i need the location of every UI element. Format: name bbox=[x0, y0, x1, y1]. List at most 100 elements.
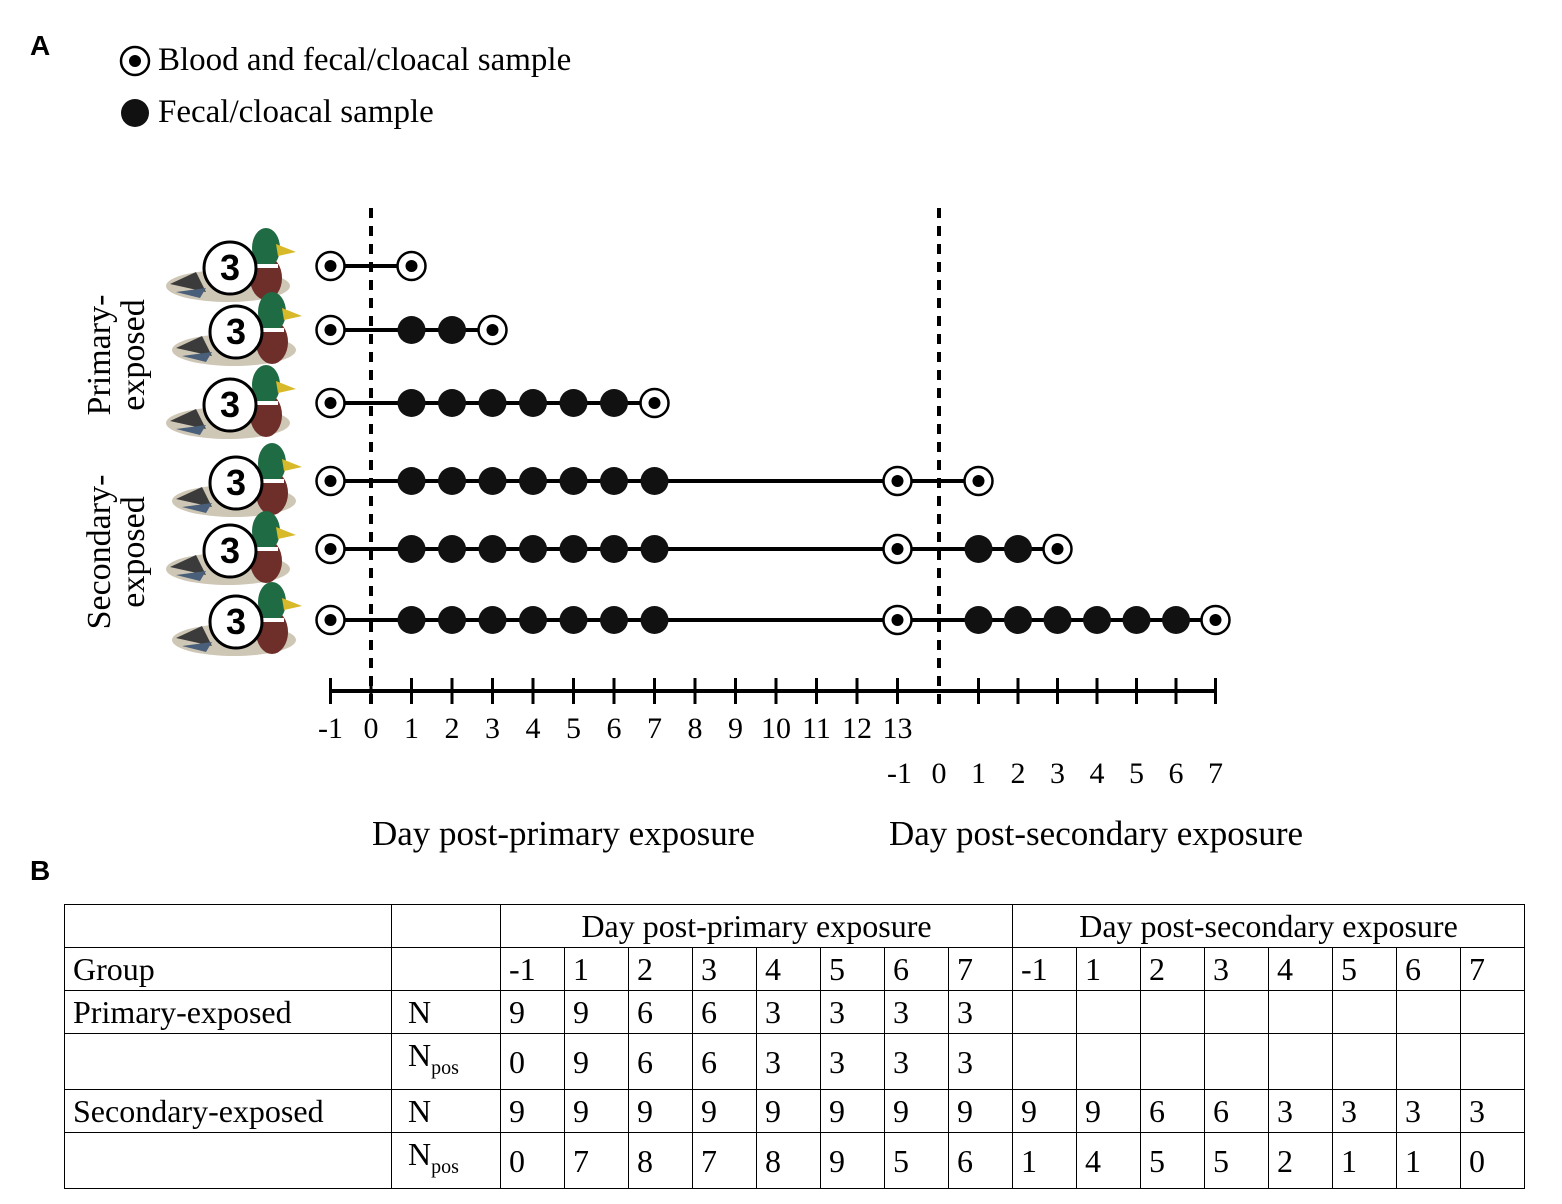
axis-tick-label-primary: 7 bbox=[647, 712, 662, 745]
table-value-cell: 3 bbox=[948, 1033, 1013, 1090]
table-measure-subscript: pos bbox=[431, 1057, 459, 1079]
axis-title-secondary: Day post-secondary exposure bbox=[889, 814, 1304, 853]
table-day-cell: 4 bbox=[1268, 947, 1333, 991]
fecal-marker bbox=[1004, 606, 1032, 634]
svg-text:3: 3 bbox=[226, 311, 246, 352]
table-value-cell: 3 bbox=[1268, 1089, 1333, 1133]
table-value-cell bbox=[1396, 990, 1461, 1034]
axis-tick-label-primary: 5 bbox=[566, 712, 581, 745]
table-day-cell: 4 bbox=[756, 947, 821, 991]
fecal-marker bbox=[478, 389, 507, 417]
fecal-marker bbox=[964, 535, 993, 563]
axis-tick-label-secondary: -1 bbox=[887, 757, 912, 790]
axis-tick-label-primary: 4 bbox=[526, 712, 541, 745]
axis-tick-label-primary: 12 bbox=[842, 712, 872, 745]
table-value-cell: 3 bbox=[1396, 1089, 1461, 1133]
fecal-marker bbox=[438, 606, 466, 634]
table-value-cell: 0 bbox=[1460, 1132, 1525, 1189]
table-day-cell: 5 bbox=[1332, 947, 1397, 991]
axis-tick-label-primary: -1 bbox=[318, 712, 343, 745]
fecal-marker bbox=[600, 467, 628, 495]
fecal-marker bbox=[519, 467, 547, 495]
fecal-marker bbox=[438, 316, 466, 344]
fecal-marker bbox=[1083, 606, 1111, 634]
table-value-cell bbox=[1396, 1033, 1461, 1090]
table-group-cell: Secondary-exposed bbox=[64, 1089, 392, 1133]
table-value-cell bbox=[1268, 990, 1333, 1034]
table-group-header: Group bbox=[64, 947, 392, 991]
mallard-duck-icon: 3 bbox=[166, 228, 296, 302]
table-value-cell bbox=[1204, 990, 1269, 1034]
axis-tick-label-primary: 8 bbox=[688, 712, 703, 745]
fecal-marker bbox=[478, 535, 507, 563]
legend-fecal-only: Fecal/cloacal sample bbox=[118, 94, 434, 131]
blood-and-fecal-marker-dot bbox=[1051, 543, 1064, 555]
table-day-cell: 1 bbox=[564, 947, 629, 991]
table-value-cell: 6 bbox=[1204, 1089, 1269, 1133]
fecal-marker bbox=[397, 606, 426, 634]
axis-tick-label-secondary: 6 bbox=[1169, 757, 1184, 790]
table-empty-cell bbox=[391, 904, 501, 948]
axis-tick-label-primary: 13 bbox=[883, 712, 913, 745]
blood-and-fecal-marker-dot bbox=[486, 324, 499, 336]
fecal-marker bbox=[478, 467, 507, 495]
table-value-cell: 9 bbox=[1012, 1089, 1077, 1133]
fecal-marker bbox=[559, 535, 588, 563]
table-day-cell: -1 bbox=[1012, 947, 1077, 991]
table-value-cell: 9 bbox=[756, 1089, 821, 1133]
fecal-marker bbox=[640, 467, 669, 495]
table-group-cell bbox=[64, 1132, 392, 1189]
fecal-marker bbox=[397, 316, 426, 344]
blood-and-fecal-marker-dot bbox=[324, 475, 337, 487]
table-day-cell: 6 bbox=[1396, 947, 1461, 991]
table-value-cell: 3 bbox=[884, 1033, 949, 1090]
fecal-marker bbox=[397, 389, 426, 417]
table-value-cell bbox=[1204, 1033, 1269, 1090]
table-value-cell: 9 bbox=[564, 990, 629, 1034]
fecal-marker bbox=[397, 467, 426, 495]
fecal-marker bbox=[438, 389, 466, 417]
legend-blood-and-fecal-label: Blood and fecal/cloacal sample bbox=[158, 42, 572, 78]
table-value-cell bbox=[1076, 990, 1141, 1034]
table-value-cell: 0 bbox=[500, 1033, 565, 1090]
table-measure-cell: Npos bbox=[391, 1033, 501, 1090]
fecal-marker bbox=[1162, 606, 1190, 634]
table-value-cell: 0 bbox=[500, 1132, 565, 1189]
table-day-cell: 1 bbox=[1076, 947, 1141, 991]
table-value-cell: 3 bbox=[820, 990, 885, 1034]
axis-tick-label-secondary: 5 bbox=[1129, 757, 1144, 790]
axis-title-primary: Day post-primary exposure bbox=[372, 814, 755, 853]
table-day-cell: -1 bbox=[500, 947, 565, 991]
table-value-cell: 9 bbox=[500, 1089, 565, 1133]
blood-and-fecal-marker-dot bbox=[891, 475, 904, 487]
table-value-cell: 2 bbox=[1268, 1132, 1333, 1189]
table-value-cell: 9 bbox=[500, 990, 565, 1034]
table-value-cell bbox=[1460, 990, 1525, 1034]
blood-and-fecal-marker-dot bbox=[405, 260, 418, 272]
table-value-cell bbox=[1460, 1033, 1525, 1090]
fecal-marker bbox=[640, 606, 669, 634]
table-value-cell: 5 bbox=[884, 1132, 949, 1189]
table-value-cell: 3 bbox=[948, 990, 1013, 1034]
table-measure-label: N bbox=[408, 1037, 432, 1073]
fecal-marker bbox=[519, 535, 547, 563]
table-value-cell bbox=[1332, 1033, 1397, 1090]
table-value-cell: 6 bbox=[948, 1132, 1013, 1189]
svg-text:3: 3 bbox=[226, 601, 246, 642]
fecal-marker bbox=[438, 535, 466, 563]
fecal-marker bbox=[438, 467, 466, 495]
blood-and-fecal-marker-dot bbox=[324, 614, 337, 626]
table-value-cell: 9 bbox=[564, 1089, 629, 1133]
axis-tick-label-primary: 11 bbox=[802, 712, 831, 745]
table-measure-label: N bbox=[408, 1136, 432, 1172]
table-value-cell bbox=[1076, 1033, 1141, 1090]
table-measure-subscript: pos bbox=[431, 1156, 459, 1178]
table-value-cell: 5 bbox=[1140, 1132, 1205, 1189]
fecal-marker bbox=[1004, 535, 1032, 563]
table-day-cell: 6 bbox=[884, 947, 949, 991]
